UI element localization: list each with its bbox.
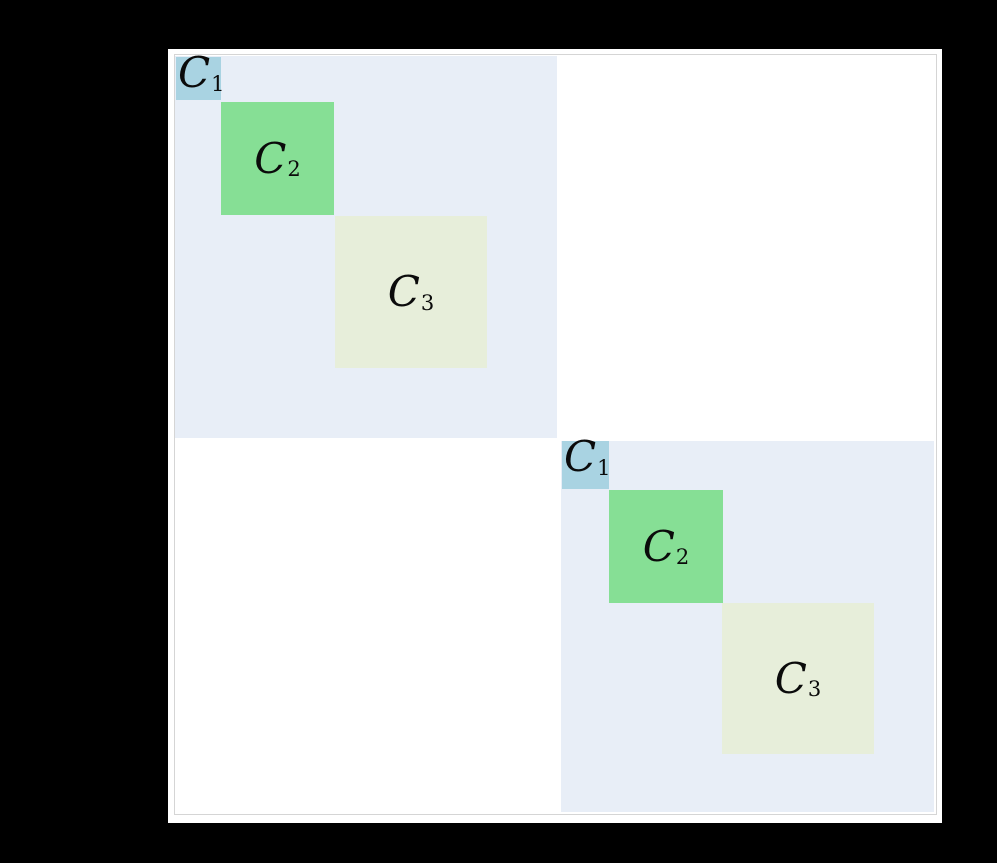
block2-cluster-c3-label: C3 [775,657,822,702]
block2-cluster-c1-label: C1 [564,436,611,480]
matrix-figure: C1 C2 C3 C1 C2 C3 [168,49,942,823]
subscript: 2 [675,545,690,570]
script-c-glyph: C [642,521,675,571]
block1-cluster-c1-square: C1 [176,52,225,100]
script-c-glyph: C [254,133,287,183]
script-c-glyph: C [387,267,420,316]
block2-cluster-c1-square: C1 [562,436,611,489]
subscript: 3 [807,677,822,702]
block2-cluster-c2-label: C2 [643,525,690,570]
block2-cluster-c2-square: C2 [609,490,723,603]
block1-cluster-c3-label: C3 [388,271,435,315]
block1-cluster-c3-square: C3 [335,216,487,368]
script-c-glyph: C [774,653,807,703]
block1-cluster-c2-square: C2 [221,102,334,215]
subscript: 3 [420,290,435,315]
block1-cluster-c2-label: C2 [254,137,301,182]
subscript: 2 [287,157,301,182]
block2-cluster-c3-square: C3 [722,603,874,754]
axes-frame [174,54,937,815]
subscript: 1 [597,455,611,480]
block1-cluster-c1-label: C1 [178,52,225,95]
